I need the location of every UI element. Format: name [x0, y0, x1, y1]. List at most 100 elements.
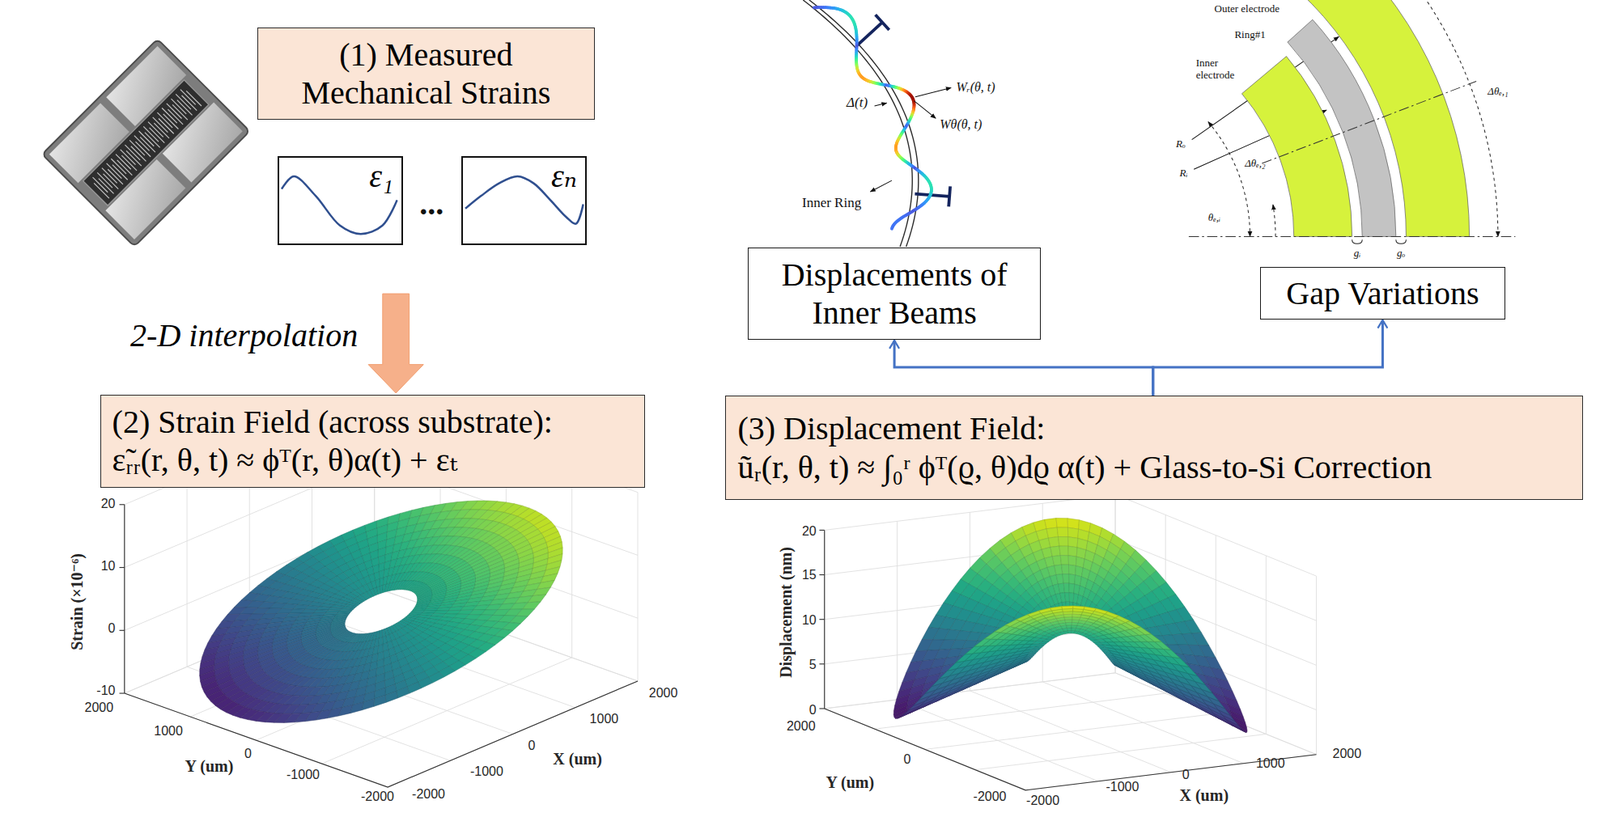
mode-shape: [890, 227, 894, 229]
comb-finger: [106, 163, 123, 179]
surface-patch: [361, 699, 374, 711]
axis-tick: [119, 567, 125, 569]
grid-line: [186, 478, 188, 667]
surface-patch: [338, 705, 353, 717]
comb-finger: [107, 169, 124, 185]
grid-line: [824, 494, 1317, 577]
comb-finger: [101, 168, 118, 184]
comb-finger: [175, 93, 191, 110]
comb-finger: [163, 114, 179, 130]
electrode-sector: [1299, 0, 1470, 237]
surface-patch: [373, 695, 387, 707]
surface-patch: [1068, 555, 1077, 567]
comb-finger: [103, 174, 119, 190]
surface-patch: [509, 615, 529, 624]
surface-patch: [516, 609, 535, 617]
comb-finger: [140, 136, 156, 153]
surface-patch: [1066, 628, 1072, 632]
comb-finger: [157, 112, 173, 128]
surface-patch: [1067, 527, 1078, 539]
leader-arrow: [874, 102, 888, 107]
grid-line: [874, 693, 1166, 730]
beam-spoke: [914, 194, 950, 197]
displacement-surface-plot: [819, 494, 1316, 791]
chip-comb: [90, 87, 202, 199]
grid-line: [824, 538, 1317, 621]
comb-finger: [134, 135, 150, 152]
angle-arc: [1273, 204, 1276, 237]
surface-patch: [1059, 546, 1069, 556]
surface-patch: [1062, 574, 1070, 585]
comb-finger: [120, 149, 136, 166]
comb-finger: [161, 107, 178, 124]
surface-patch: [1054, 564, 1063, 575]
surface-patch: [1056, 518, 1069, 529]
grid-line: [255, 634, 506, 741]
axis-tick: [119, 692, 125, 694]
surface-patch: [1056, 527, 1068, 538]
grid-line: [124, 587, 638, 694]
axis-tick: [119, 630, 125, 632]
surface-patch: [1068, 546, 1078, 557]
leader-arrow: [870, 180, 892, 192]
grid-line: [1042, 682, 1244, 764]
comb-finger: [121, 155, 137, 171]
grid-line: [637, 492, 639, 682]
comb-finger: [131, 146, 147, 162]
surface-patch: [1063, 583, 1070, 594]
comb-finger: [158, 118, 175, 135]
surface-patch: [1068, 564, 1076, 576]
comb-finger: [139, 131, 155, 147]
chip-frame: [42, 38, 251, 247]
surface-patch: [527, 594, 546, 603]
beam-anchor: [875, 14, 890, 30]
comb-finger: [153, 123, 170, 139]
comb-finger: [110, 158, 127, 175]
axis-tick: [819, 574, 824, 576]
comb-finger: [135, 141, 151, 158]
grid-line: [824, 673, 1317, 756]
grid-line: [123, 505, 125, 694]
grid-line: [824, 584, 1317, 667]
angle-arc: [1208, 122, 1251, 238]
comb-finger: [172, 104, 188, 120]
grid-line: [186, 666, 450, 761]
surface-patch: [1050, 546, 1061, 557]
comb-finger: [112, 165, 128, 181]
comb-finger: [148, 122, 164, 138]
surface-patch: [1067, 518, 1079, 530]
axis-tick: [819, 663, 824, 665]
comb-finger: [129, 140, 145, 156]
surface-patch: [1046, 527, 1058, 539]
surface-patch: [532, 587, 551, 597]
comb-finger: [180, 89, 196, 106]
axis-line: [124, 681, 638, 788]
surface-patch: [407, 682, 421, 694]
comb-finger: [115, 154, 132, 170]
comb-finger: [97, 172, 113, 188]
comb-finger: [126, 150, 142, 166]
grid-line: [124, 524, 638, 631]
surface-patch: [1060, 555, 1069, 566]
grid-line: [312, 614, 576, 709]
leader-arrow: [914, 101, 936, 119]
comb-finger: [124, 144, 141, 161]
surface-patch: [1065, 593, 1070, 603]
comb-finger: [143, 126, 159, 142]
chip-comb-block: [83, 80, 209, 206]
gap-brace: [1396, 239, 1407, 244]
axis-tick: [819, 708, 824, 709]
comb-finger: [144, 132, 161, 149]
surface-patch: [1052, 555, 1062, 567]
comb-finger: [166, 103, 183, 119]
surface-patch: [350, 702, 364, 714]
center-line: [1261, 80, 1477, 164]
angle-arc: [1398, 0, 1499, 237]
surface-patch: [378, 630, 382, 639]
surface-patch: [396, 687, 410, 699]
comb-finger: [98, 178, 115, 195]
comb-finger: [93, 182, 110, 199]
baseline: [1188, 236, 1516, 238]
leader-arrow: [915, 87, 951, 97]
